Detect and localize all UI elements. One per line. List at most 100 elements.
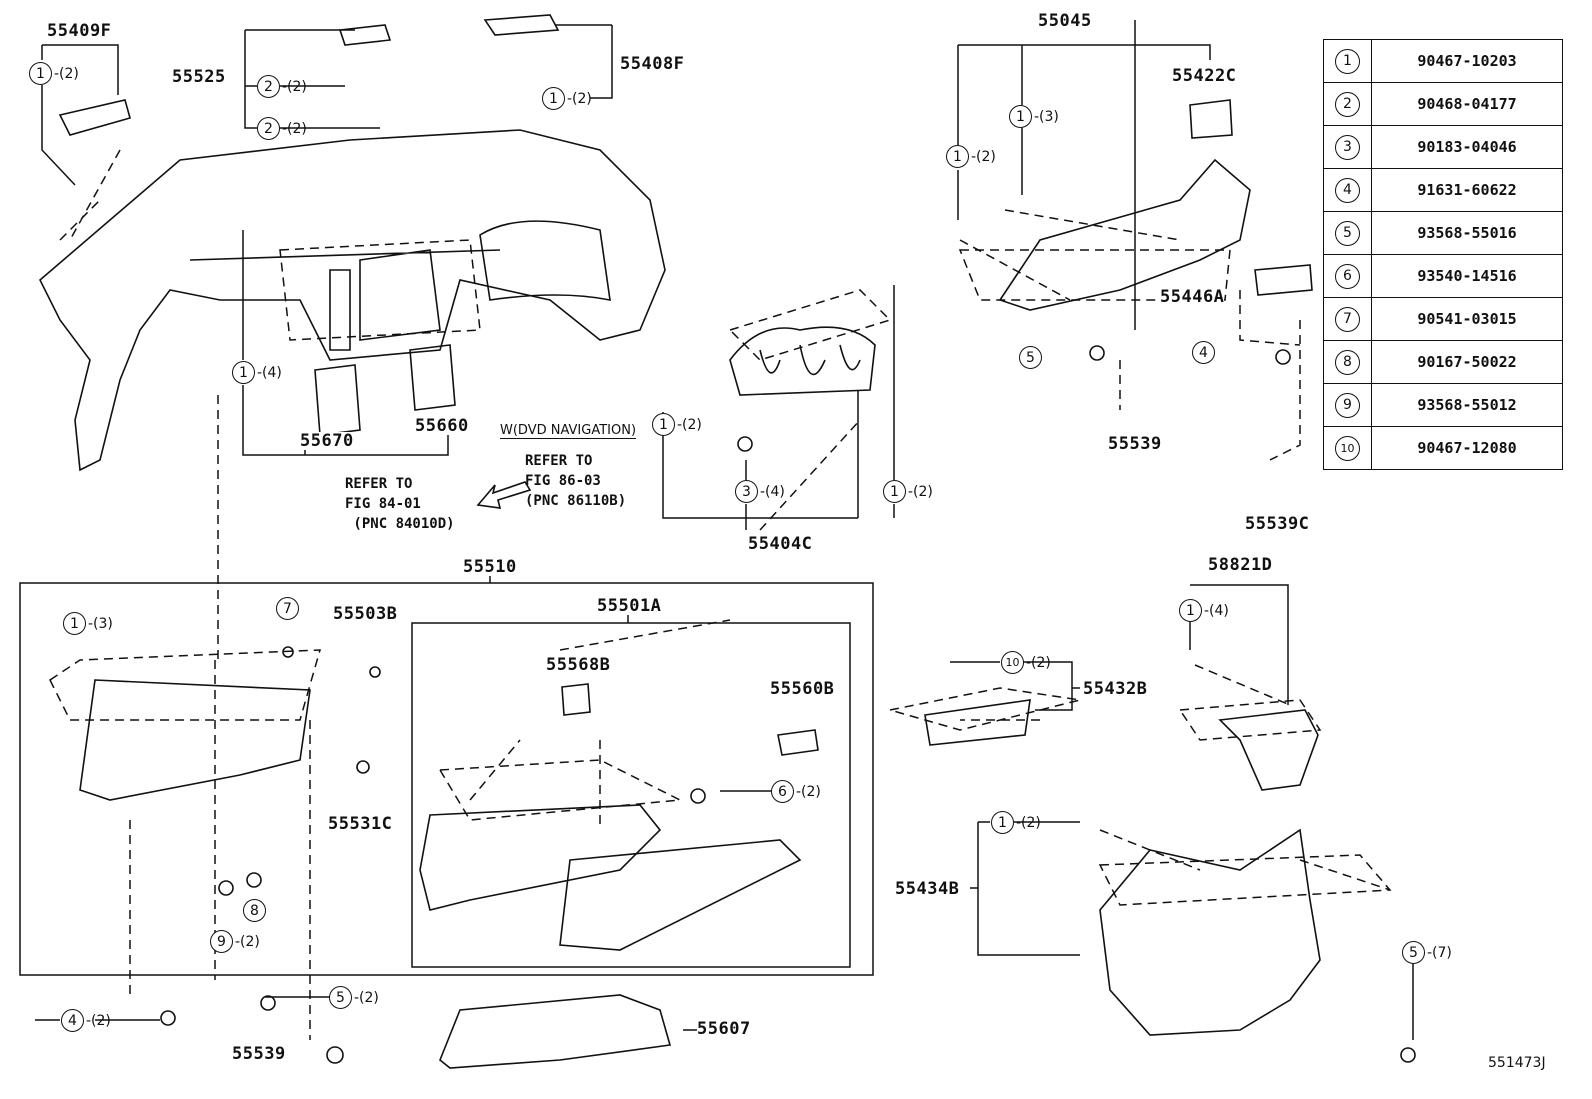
pnc-label: 55434B: [895, 879, 960, 899]
callout: 5-(2): [329, 986, 379, 1009]
callout-number: 10: [1001, 651, 1024, 674]
item-number: 9: [1335, 392, 1360, 418]
pnc-label: 55560B: [770, 679, 835, 699]
callout-number: 1: [63, 612, 86, 635]
callout: 2-(2): [257, 117, 307, 140]
part-number: 93568-55012: [1371, 383, 1563, 427]
callout-number: 1: [29, 62, 52, 85]
callout: 4: [1192, 341, 1217, 364]
callout-qty: -(3): [1034, 108, 1059, 125]
pnc-label: 55539: [232, 1044, 286, 1064]
pnc-label: 55607: [697, 1019, 751, 1039]
glove-box-55501A: [419, 804, 662, 911]
pnc-label: 55503B: [333, 604, 398, 624]
vent-55670: [314, 364, 361, 436]
part-number: 93568-55016: [1371, 211, 1563, 255]
callout-number: 1: [1009, 105, 1032, 128]
callout: 8: [243, 899, 268, 922]
center-panel-55045: [998, 158, 1251, 311]
callout: 1-(2): [946, 145, 996, 168]
callout: 10-(2): [1001, 651, 1051, 674]
callout: 7: [276, 597, 301, 620]
pnc-label: 55422C: [1172, 66, 1237, 86]
callout-number: 1: [232, 361, 255, 384]
refer-note-86-03: REFER TO FIG 86-03 (PNC 86110B): [525, 453, 627, 509]
callout: 1-(2): [652, 413, 702, 436]
callout-qty: -(7): [1427, 944, 1452, 961]
console-55434B: [1099, 828, 1321, 1036]
callout: 1-(4): [232, 361, 282, 384]
callout-number: 4: [1192, 341, 1215, 364]
callout-number: 9: [210, 930, 233, 953]
table-row: 5 93568-55016: [1323, 211, 1563, 255]
callout: 9-(2): [210, 930, 260, 953]
callout: 1-(4): [1179, 599, 1229, 622]
callout-number: 1: [946, 145, 969, 168]
part-number: 90167-50022: [1371, 340, 1563, 384]
item-number: 8: [1335, 349, 1360, 375]
bezel-58821D: [1218, 709, 1319, 791]
callout: 1-(2): [542, 87, 592, 110]
callout-qty: -(2): [354, 989, 379, 1006]
vent-55660: [409, 344, 456, 411]
table-row: 1 90467-10203: [1323, 39, 1563, 83]
callout: 3-(4): [735, 480, 785, 503]
callout-number: 1: [652, 413, 675, 436]
callout-qty: -(2): [796, 783, 821, 800]
callout-number: 5: [1402, 941, 1425, 964]
arrow-refer: [476, 481, 532, 509]
callout: 6-(2): [771, 780, 821, 803]
pnc-label: 55525: [172, 67, 226, 87]
callout-number: 1: [883, 480, 906, 503]
callout-qty: -(2): [677, 416, 702, 433]
callout-number: 5: [329, 986, 352, 1009]
table-row: 8 90167-50022: [1323, 340, 1563, 384]
cluster-bezel-55404C: [729, 326, 876, 396]
callout-qty: -(2): [908, 483, 933, 500]
pnc-label: 55446A: [1160, 287, 1225, 307]
dvd-navigation-note: W(DVD NAVIGATION): [500, 423, 637, 439]
callout-qty: -(2): [282, 120, 307, 137]
item-number: 10: [1335, 435, 1360, 461]
pnc-label: 55432B: [1083, 679, 1148, 699]
callout-qty: -(2): [971, 148, 996, 165]
pnc-label: 55404C: [748, 534, 813, 554]
part-number: 90541-03015: [1371, 297, 1563, 341]
part-number: 90467-10203: [1371, 39, 1563, 83]
part-number: 90468-04177: [1371, 82, 1563, 126]
item-number: 1: [1335, 48, 1360, 74]
callout-qty: -(2): [54, 65, 79, 82]
callout-number: 5: [1019, 346, 1042, 369]
callout: 5: [1019, 346, 1044, 369]
pnc-label: 55660: [415, 416, 469, 436]
pnc-label: 55539C: [1245, 514, 1310, 534]
callout: 2-(2): [257, 75, 307, 98]
pnc-label: 55409F: [47, 21, 112, 41]
callout-number: 1: [542, 87, 565, 110]
callout-qty: -(2): [567, 90, 592, 107]
callout: 1-(2): [991, 811, 1041, 834]
callout-number: 4: [61, 1009, 84, 1032]
pnc-label: 55501A: [597, 596, 662, 616]
callout-number: 7: [276, 597, 299, 620]
callout-qty: -(4): [257, 364, 282, 381]
item-number: 5: [1335, 220, 1360, 246]
callout-qty: -(3): [88, 615, 113, 632]
refer-note-84-01: REFER TO FIG 84-01 (PNC 84010D): [345, 476, 455, 532]
pnc-label: 55568B: [546, 655, 611, 675]
callout-number: 1: [1179, 599, 1202, 622]
item-number: 4: [1335, 177, 1360, 203]
pnc-label: 55531C: [328, 814, 393, 834]
table-row: 9 93568-55012: [1323, 383, 1563, 427]
callout-qty: -(2): [1026, 654, 1051, 671]
callout-qty: -(2): [235, 933, 260, 950]
pnc-label: 55510: [463, 557, 517, 577]
